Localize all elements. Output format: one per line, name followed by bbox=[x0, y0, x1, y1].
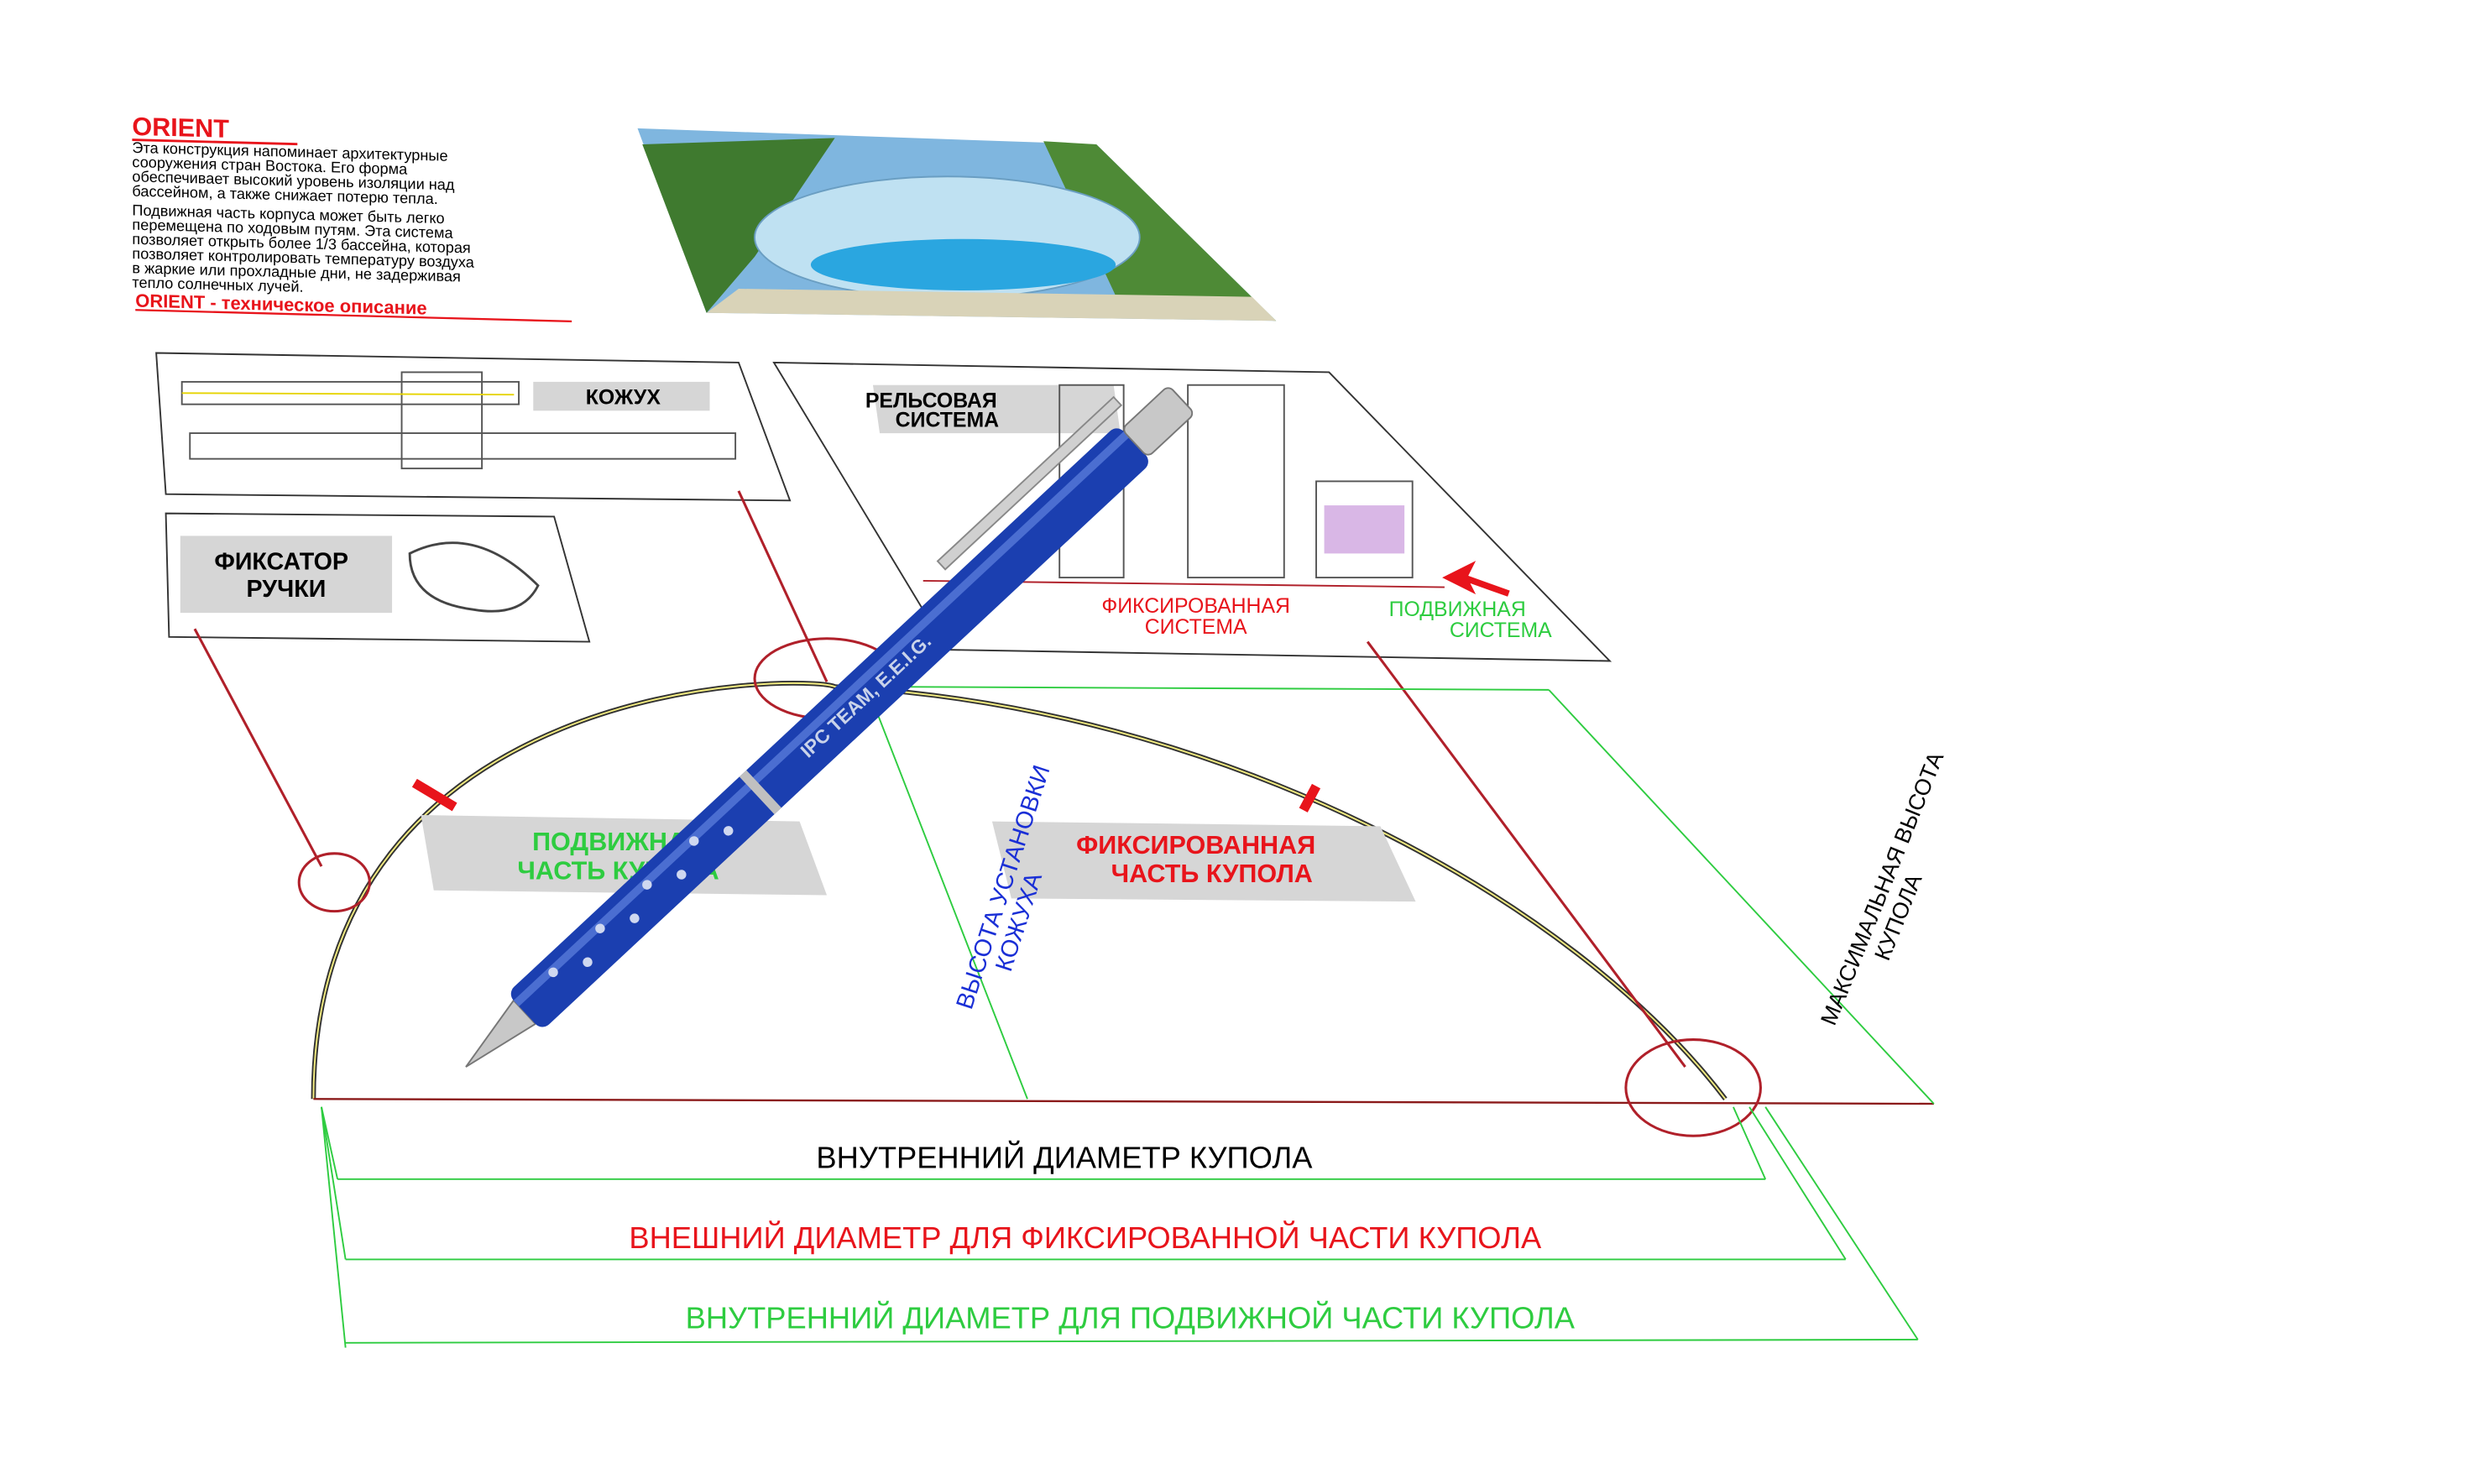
outer-diameter-fixed-label: ВНЕШНИЙ ДИАМЕТР ДЛЯ ФИКСИРОВАННОЙ ЧАСТИ … bbox=[629, 1220, 1542, 1255]
casing-label: КОЖУХ bbox=[586, 387, 661, 410]
intro-block: ORIENT Эта конструкция напоминает архите… bbox=[132, 112, 572, 323]
max-height-text: МАКСИМАЛЬНАЯ ВЫСОТА bbox=[1816, 748, 1948, 1028]
pool-photo bbox=[637, 128, 1277, 321]
handle-lock-label: РУЧКИ bbox=[247, 576, 327, 603]
fixed-system-label: СИСТЕМА bbox=[1145, 616, 1247, 639]
rail-system-label: СИСТЕМА bbox=[896, 409, 999, 431]
inner-diameter-moving-label: ВНУТРЕННИЙ ДИАМЕТР ДЛЯ ПОДВИЖНОЙ ЧАСТИ К… bbox=[686, 1300, 1576, 1335]
inner-diameter-label: ВНУТРЕННИЙ ДИАМЕТР КУПОЛА bbox=[816, 1139, 1313, 1174]
fixed-dome-label: ФИКСИРОВАННАЯ ЧАСТЬ КУПОЛА bbox=[991, 821, 1416, 902]
pen-clip bbox=[936, 395, 1123, 571]
moving-system-label: ПОДВИЖНАЯ bbox=[1389, 598, 1526, 621]
casing-panel: КОЖУХ bbox=[155, 352, 792, 502]
handle-lock-label: ФИКСАТОР bbox=[214, 549, 348, 576]
intro-title: ORIENT bbox=[132, 112, 229, 144]
pen-button bbox=[1123, 387, 1194, 456]
fixed-system-label: ФИКСИРОВАННАЯ bbox=[1101, 595, 1290, 618]
pen-engraving: IPC TEAM, E.E.I.G. bbox=[796, 630, 935, 761]
fixed-dome-text: ЧАСТЬ КУПОЛА bbox=[1111, 860, 1313, 888]
max-height-label: МАКСИМАЛЬНАЯ ВЫСОТА КУПОЛА bbox=[1816, 748, 1948, 1028]
pen-tip bbox=[465, 999, 537, 1068]
rail-system-panel: РЕЛЬСОВАЯ СИСТЕМА ФИКСИРОВАННАЯ СИСТЕМА … bbox=[772, 361, 1612, 662]
arrow-icon bbox=[1299, 783, 1321, 813]
rail-system-label: РЕЛЬСОВАЯ bbox=[865, 389, 997, 412]
handle-lock-panel: ФИКСАТОР РУЧКИ bbox=[165, 512, 591, 643]
moving-system-label: СИСТЕМА bbox=[1450, 619, 1552, 642]
fixed-dome-text: ФИКСИРОВАННАЯ bbox=[1076, 831, 1315, 860]
handle-lock-drawing bbox=[408, 541, 540, 613]
pen-barrel bbox=[510, 428, 1148, 1027]
moving-dome-label: ПОДВИЖНАЯ ЧАСТЬ КУПОЛА bbox=[421, 814, 828, 896]
arrow-icon bbox=[1442, 561, 1510, 597]
arrow-icon bbox=[411, 778, 457, 812]
